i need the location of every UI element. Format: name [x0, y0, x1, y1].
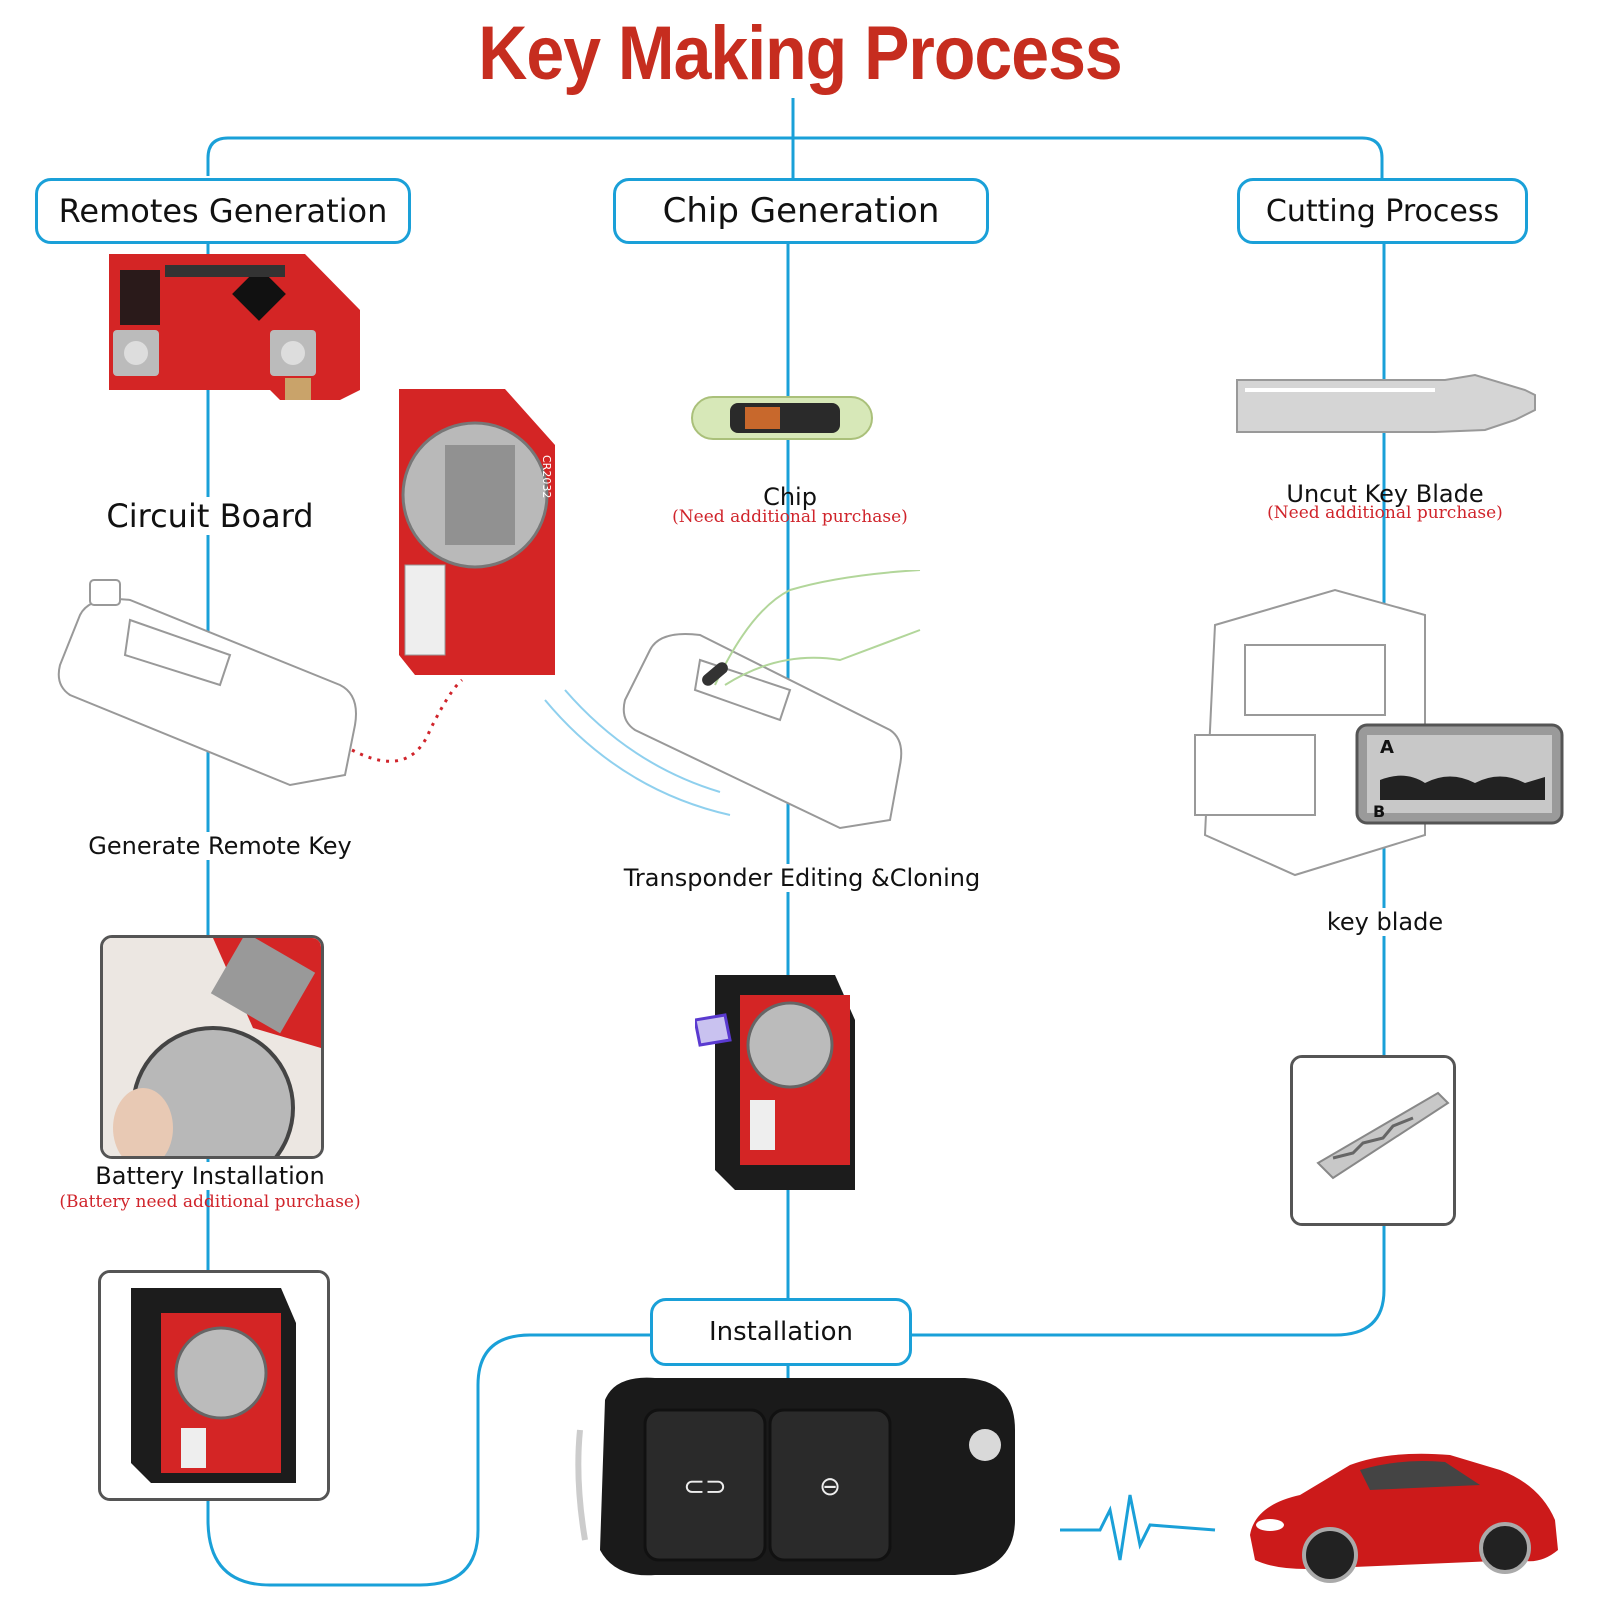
remotes-generation-header: Remotes Generation	[35, 178, 411, 244]
page-title: Key Making Process	[478, 10, 1122, 96]
remote-shell-with-board-image	[695, 975, 855, 1190]
remotes-generation-label: Remotes Generation	[58, 192, 388, 230]
transponder-cloning-label: Transponder Editing &Cloning	[622, 864, 982, 892]
key-cutting-machine-image: A B	[1194, 588, 1564, 877]
flip-key-remote-image: ⊂⊃ ⊖	[575, 1377, 1015, 1576]
cut-key-blade-image	[1290, 1055, 1456, 1226]
board-print-label: CR2032	[540, 455, 553, 498]
uncut-key-blade-image	[1236, 373, 1536, 433]
signal-wave-icon	[1060, 1494, 1216, 1561]
profile-label-b: B	[1373, 802, 1385, 821]
lock-icon: ⊖	[819, 1472, 841, 1502]
cutting-process-header: Cutting Process	[1237, 178, 1528, 244]
transponder-chip-image	[691, 396, 873, 440]
key-programmer-device-image	[57, 579, 357, 787]
key-profile-inset: A B	[1355, 723, 1564, 825]
battery-installation-image	[100, 935, 324, 1159]
unlock-icon: ⊂⊃	[683, 1472, 727, 1502]
transponder-cloning-image	[544, 570, 921, 830]
generate-remote-key-label: Generate Remote Key	[80, 832, 360, 860]
chip-generation-label: Chip Generation	[662, 191, 940, 231]
cutting-process-label: Cutting Process	[1265, 193, 1500, 229]
key-blade-label: key blade	[1300, 908, 1470, 936]
chip-note: (Need additional purchase)	[672, 507, 908, 527]
circuit-board-label: Circuit Board	[100, 497, 320, 535]
uncut-key-blade-label: Uncut Key Blade	[1286, 480, 1484, 508]
profile-label-a: A	[1380, 737, 1394, 758]
red-car-image	[1250, 1453, 1558, 1583]
chip-label: Chip	[763, 483, 817, 511]
installation-label: Installation	[708, 1317, 853, 1347]
chip-generation-header: Chip Generation	[613, 178, 989, 244]
installation-box: Installation	[650, 1298, 912, 1366]
circuit-board-battery-image: CR2032	[399, 389, 555, 675]
blade-note: (Need additional purchase)	[1267, 503, 1503, 523]
pointing-hand-icon	[695, 1013, 732, 1047]
battery-installation-label: Battery Installation	[70, 1162, 350, 1190]
circuit-board-image	[109, 254, 360, 400]
assembled-remote-image	[98, 1270, 330, 1501]
battery-note: (Battery need additional purchase)	[59, 1192, 361, 1212]
dotted-link	[351, 678, 464, 763]
